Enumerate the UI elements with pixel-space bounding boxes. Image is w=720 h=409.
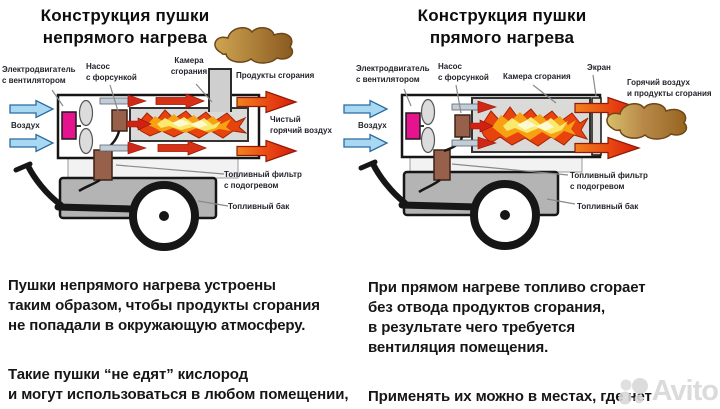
left-label-pump: Насос с форсункой: [86, 62, 137, 82]
right-paragraph-1: При прямом нагреве топливо сгорает без о…: [368, 279, 646, 356]
internal-flow-arrows: [451, 100, 497, 150]
internal-flow-arrows: [99, 93, 208, 156]
right-label-pump: Насос с форсункой: [438, 62, 489, 82]
left-label-motor: Электродвигатель с вентилятором: [2, 65, 76, 85]
left-label-fuel-tank: Топливный бак: [228, 202, 290, 211]
right-diagram-title: Конструкция пушки прямого нагрева: [417, 6, 587, 47]
exhaust-chimney: [208, 68, 232, 112]
fan-icon: [78, 99, 94, 155]
left-diagram-title: Конструкция пушки непрямого нагрева: [40, 6, 210, 47]
right-label-fuel-tank: Топливный бак: [577, 202, 639, 211]
flame-icon: [135, 109, 248, 139]
leader-lines: [51, 83, 229, 207]
air-inflow-arrows: [343, 99, 389, 153]
electric-motor: [405, 112, 421, 140]
smoke-cloud-icon: [214, 27, 294, 64]
left-label-air: Воздух: [11, 121, 40, 130]
left-paragraph-2: Такие пушки “не едят” кислород и могут и…: [8, 366, 349, 409]
left-label-chamber: Камера сгорания: [170, 56, 208, 76]
air-inflow-arrows: [9, 99, 55, 153]
chassis-rail: [398, 201, 481, 211]
left-paragraph-1: Пушки непрямого нагрева устроены таким о…: [8, 277, 320, 334]
left-description: Пушки непрямого нагрева устроены таким о…: [8, 256, 360, 409]
left-label-products: Продукты сгорания: [236, 71, 315, 80]
right-paragraph-2: Применять их можно в местах, где нет дли…: [368, 388, 652, 409]
fuel-nozzle: [111, 109, 128, 132]
right-label-hot-air-products: Горячий воздух и продукты сгорания: [627, 78, 712, 98]
wheel-hub: [500, 210, 510, 220]
fuel-line-lower: [418, 178, 441, 194]
right-label-chamber: Камера сгорания: [503, 72, 571, 81]
wheel-hub: [159, 211, 169, 221]
tow-handle: [25, 163, 64, 208]
hot-air-outflow-arrows: [236, 90, 298, 163]
fuel-nozzle: [454, 114, 471, 138]
heat-screen: [591, 97, 602, 156]
fuel-line-lower: [78, 178, 101, 193]
right-label-fuel-filter: Топливный фильтр с подогревом: [570, 171, 648, 191]
right-label-screen: Экран: [587, 63, 611, 72]
fan-icon: [420, 98, 436, 154]
right-label-air: Воздух: [358, 121, 387, 130]
right-description: При прямом нагреве топливо сгорает без о…: [368, 258, 720, 409]
fuel-filter-block: [433, 149, 451, 181]
chassis-rail: [54, 203, 136, 213]
fuel-filter-block: [93, 149, 113, 181]
left-heater-diagram: [9, 27, 298, 251]
electric-motor: [61, 111, 77, 140]
left-label-fuel-filter: Топливный фильтр с подогревом: [224, 170, 302, 190]
right-heater-diagram: [343, 74, 688, 250]
right-label-motor: Электродвигатель с вентилятором: [356, 64, 430, 84]
tow-handle: [370, 161, 408, 206]
leader-lines: [403, 74, 597, 205]
flame-icon: [479, 106, 589, 147]
smoke-cloud-icon: [606, 103, 688, 140]
left-label-clean-hot-air: Чистый горячий воздух: [270, 115, 333, 135]
